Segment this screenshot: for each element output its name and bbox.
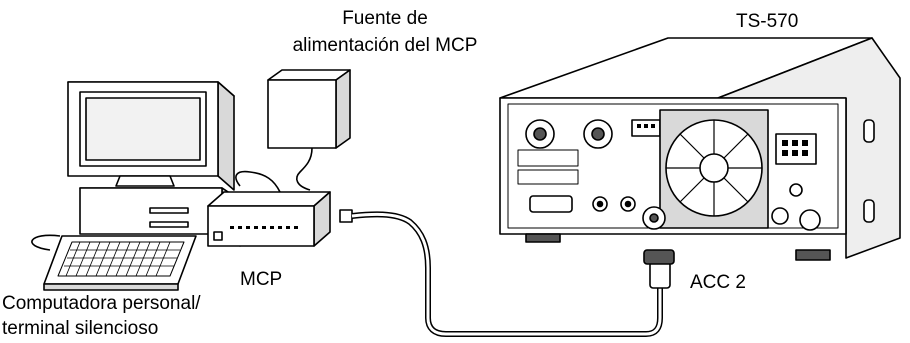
power-supply-illustration <box>267 69 351 191</box>
power-supply-label-line2: alimentación del MCP <box>292 35 478 56</box>
computer-label-line1: Computadora personal/ <box>2 293 201 314</box>
power-supply-label-line1: Fuente de <box>342 8 428 29</box>
computer-illustration <box>31 81 241 291</box>
cable <box>339 209 675 337</box>
mcp-illustration <box>207 170 331 247</box>
mcp-label: MCP <box>240 269 283 290</box>
acc2-label: ACC 2 <box>690 272 746 293</box>
radio-model-label: TS-570 <box>736 11 799 32</box>
transceiver-illustration <box>499 37 901 261</box>
computer-label-line2: terminal silencioso <box>2 318 159 339</box>
